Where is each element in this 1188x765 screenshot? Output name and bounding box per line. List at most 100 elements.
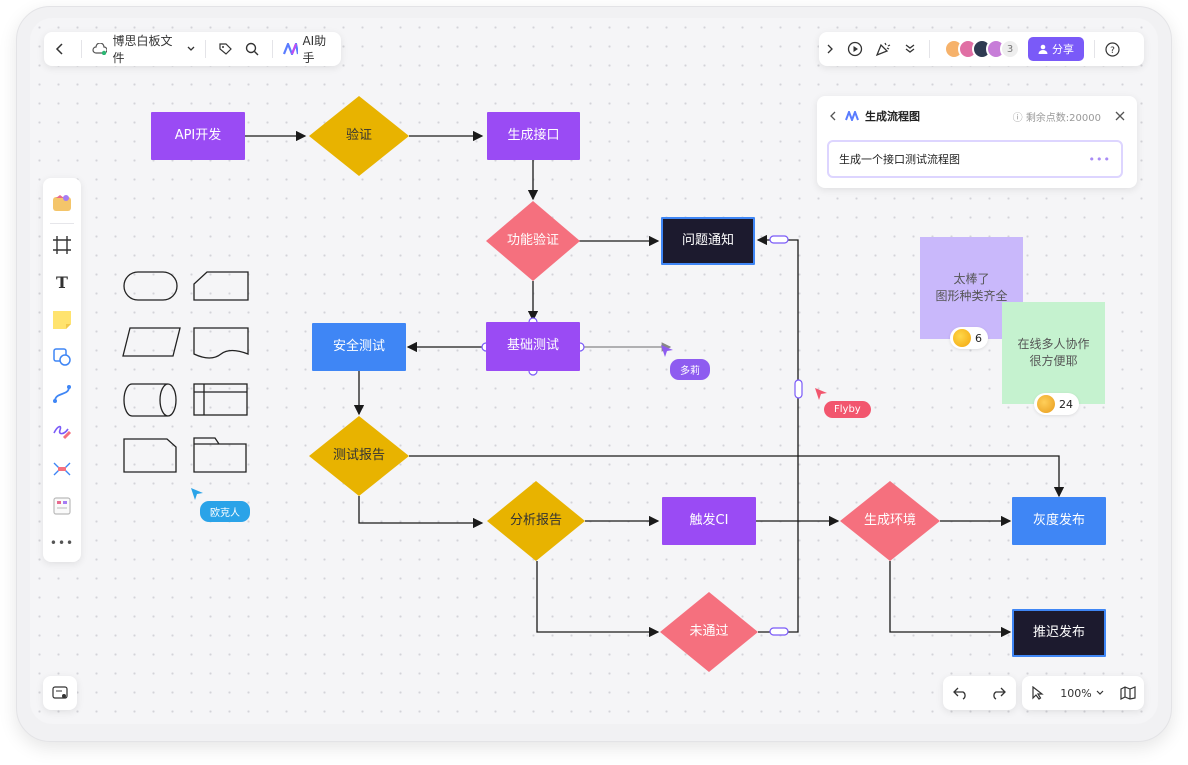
ai-assistant-label: AI助手 <box>302 34 327 65</box>
undo-icon[interactable] <box>953 686 969 700</box>
celebrate-button[interactable] <box>869 32 897 66</box>
ai-prompt-input[interactable]: 生成一个接口测试流程图 ••• <box>827 140 1123 178</box>
minimap-button[interactable] <box>43 676 77 710</box>
redo-icon[interactable] <box>990 686 1006 700</box>
card-shape[interactable] <box>123 438 177 473</box>
internal-storage-shape[interactable] <box>193 383 248 416</box>
sticky-note-icon <box>53 310 71 329</box>
zoom-select[interactable]: 100% <box>1060 686 1104 700</box>
cursor-arrow-icon <box>815 388 827 400</box>
reaction-count: 6 <box>975 331 982 345</box>
pen-tool[interactable] <box>47 413 77 450</box>
zoom-controls: 100% <box>1022 676 1144 710</box>
connector-handle[interactable] <box>769 627 789 636</box>
sticky-note-purple[interactable]: 太棒了图形种类齐全 <box>920 237 1023 339</box>
template-tool[interactable] <box>47 184 77 221</box>
more-expand-button[interactable] <box>897 32 923 66</box>
help-button[interactable]: ? <box>1101 32 1123 66</box>
node-label: 测试报告 <box>332 447 385 463</box>
search-button[interactable] <box>239 32 266 66</box>
sticky-note-green[interactable]: 在线多人协作很方便耶 <box>1002 302 1105 404</box>
cylinder-shape[interactable] <box>123 383 177 417</box>
flow-node-delay-release[interactable]: 推迟发布 <box>1012 609 1106 657</box>
flow-node-security-test[interactable]: 安全测试 <box>312 323 406 371</box>
help-icon: ? <box>1104 41 1120 57</box>
chevron-left-icon[interactable] <box>829 111 837 121</box>
flow-node-basic-test[interactable]: 基础测试 <box>486 322 580 371</box>
connector-handle[interactable] <box>769 235 789 244</box>
sticky-line: 在线多人协作 <box>1017 337 1090 352</box>
flow-node-gray-release[interactable]: 灰度发布 <box>1012 497 1106 545</box>
share-button[interactable]: 分享 <box>1028 37 1084 61</box>
ai-panel-header: 生成流程图 ⓘ 剩余点数:20000 <box>817 96 1137 136</box>
flow-node-api-dev[interactable]: API开发 <box>151 112 245 160</box>
zoom-level: 100% <box>1060 686 1092 700</box>
node-label: 生成接口 <box>507 127 560 143</box>
svg-text:T: T <box>56 273 68 291</box>
mindmap-tool[interactable] <box>47 450 77 487</box>
flow-node-not-passed[interactable]: 未通过 <box>660 592 758 672</box>
reaction-badge[interactable]: 24 <box>1034 393 1079 415</box>
file-menu[interactable]: 博思白板文件 <box>88 32 199 66</box>
avatar-count[interactable]: 3 <box>1000 39 1020 59</box>
tag-button[interactable] <box>212 32 239 66</box>
cursor-icon[interactable] <box>1030 686 1044 700</box>
more-tools-icon[interactable]: ••• <box>49 536 75 551</box>
text-tool[interactable]: T <box>47 264 77 301</box>
flow-node-func-verify[interactable]: 功能验证 <box>486 201 580 281</box>
topbar-left: 博思白板文件 AI助手 <box>44 32 341 66</box>
node-label: 生成环境 <box>863 512 916 528</box>
connector-tool[interactable] <box>47 375 77 412</box>
folder-shape[interactable] <box>193 437 247 473</box>
flow-node-gen-api[interactable]: 生成接口 <box>487 112 580 160</box>
ai-assistant-button[interactable]: AI助手 <box>279 32 341 66</box>
parallelogram-shape[interactable] <box>122 327 181 357</box>
flow-node-trigger-ci[interactable]: 触发CI <box>662 497 756 545</box>
remaining-points-value: 剩余点数:20000 <box>1025 112 1101 124</box>
loading-dots-icon: ••• <box>1088 152 1111 166</box>
flow-node-gen-env[interactable]: 生成环境 <box>840 481 940 561</box>
reaction-badge[interactable]: 6 <box>950 327 988 349</box>
tag-icon <box>219 43 233 55</box>
divider <box>50 223 74 225</box>
collapse-button[interactable] <box>819 32 841 66</box>
connector <box>536 561 660 638</box>
sticky-line: 太棒了 <box>953 272 990 287</box>
divider <box>1094 40 1095 58</box>
component-tool[interactable] <box>47 487 77 524</box>
node-label: 推迟发布 <box>1032 624 1085 640</box>
text-icon: T <box>56 273 68 291</box>
node-label: 安全测试 <box>332 338 385 354</box>
frame-tool[interactable] <box>47 226 77 263</box>
diamond-shape <box>309 416 409 496</box>
flow-node-issue-notify[interactable]: 问题通知 <box>661 217 755 265</box>
ai-flowchart-panel: 生成流程图 ⓘ 剩余点数:20000 生成一个接口测试流程图 ••• <box>817 96 1137 188</box>
diamond-shape <box>487 481 585 561</box>
close-icon[interactable] <box>1115 111 1125 121</box>
svg-text:?: ? <box>1110 46 1115 56</box>
flow-node-analysis-report[interactable]: 分析报告 <box>487 481 585 561</box>
whiteboard-canvas[interactable]: 博思白板文件 AI助手 <box>30 18 1158 724</box>
history-controls <box>943 676 1016 710</box>
manual-input-shape[interactable] <box>193 271 249 301</box>
connector-handle[interactable] <box>794 379 803 399</box>
map-icon[interactable] <box>1120 686 1136 700</box>
diamond-shape <box>486 201 580 281</box>
present-button[interactable] <box>841 32 869 66</box>
document-shape[interactable] <box>193 327 249 359</box>
remaining-points: ⓘ 剩余点数:20000 <box>1012 112 1101 124</box>
shape-tool[interactable] <box>47 338 77 375</box>
sticky-note-tool[interactable] <box>47 301 77 338</box>
flow-node-verify[interactable]: 验证 <box>309 96 409 176</box>
star-struck-emoji-icon <box>1037 395 1055 413</box>
flow-node-test-report[interactable]: 测试报告 <box>309 416 409 496</box>
frame-icon <box>53 235 71 254</box>
shape-icon <box>53 348 71 366</box>
connector <box>409 455 1065 498</box>
double-chevron-down-icon <box>905 44 915 53</box>
terminator-shape[interactable] <box>123 271 178 301</box>
collaborators[interactable]: 3 <box>944 39 1020 59</box>
chevron-down-icon <box>187 46 195 51</box>
back-button[interactable] <box>44 32 75 66</box>
topbar-right: 3 分享 ? <box>819 32 1144 66</box>
